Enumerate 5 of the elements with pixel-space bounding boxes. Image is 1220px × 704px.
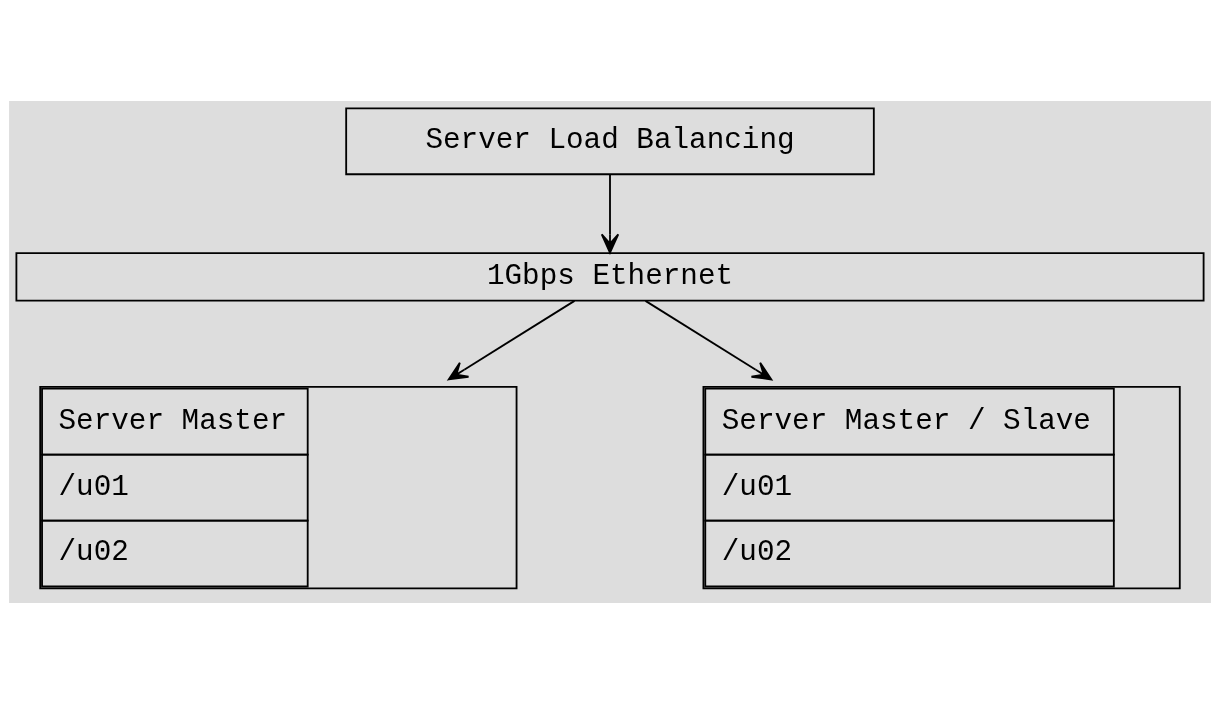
node-box: Server Load Balancing xyxy=(345,107,875,176)
arrow xyxy=(644,299,773,381)
arrow xyxy=(447,299,576,381)
arrow xyxy=(600,173,620,254)
node-box: 1Gbps Ethernet xyxy=(15,252,1205,302)
